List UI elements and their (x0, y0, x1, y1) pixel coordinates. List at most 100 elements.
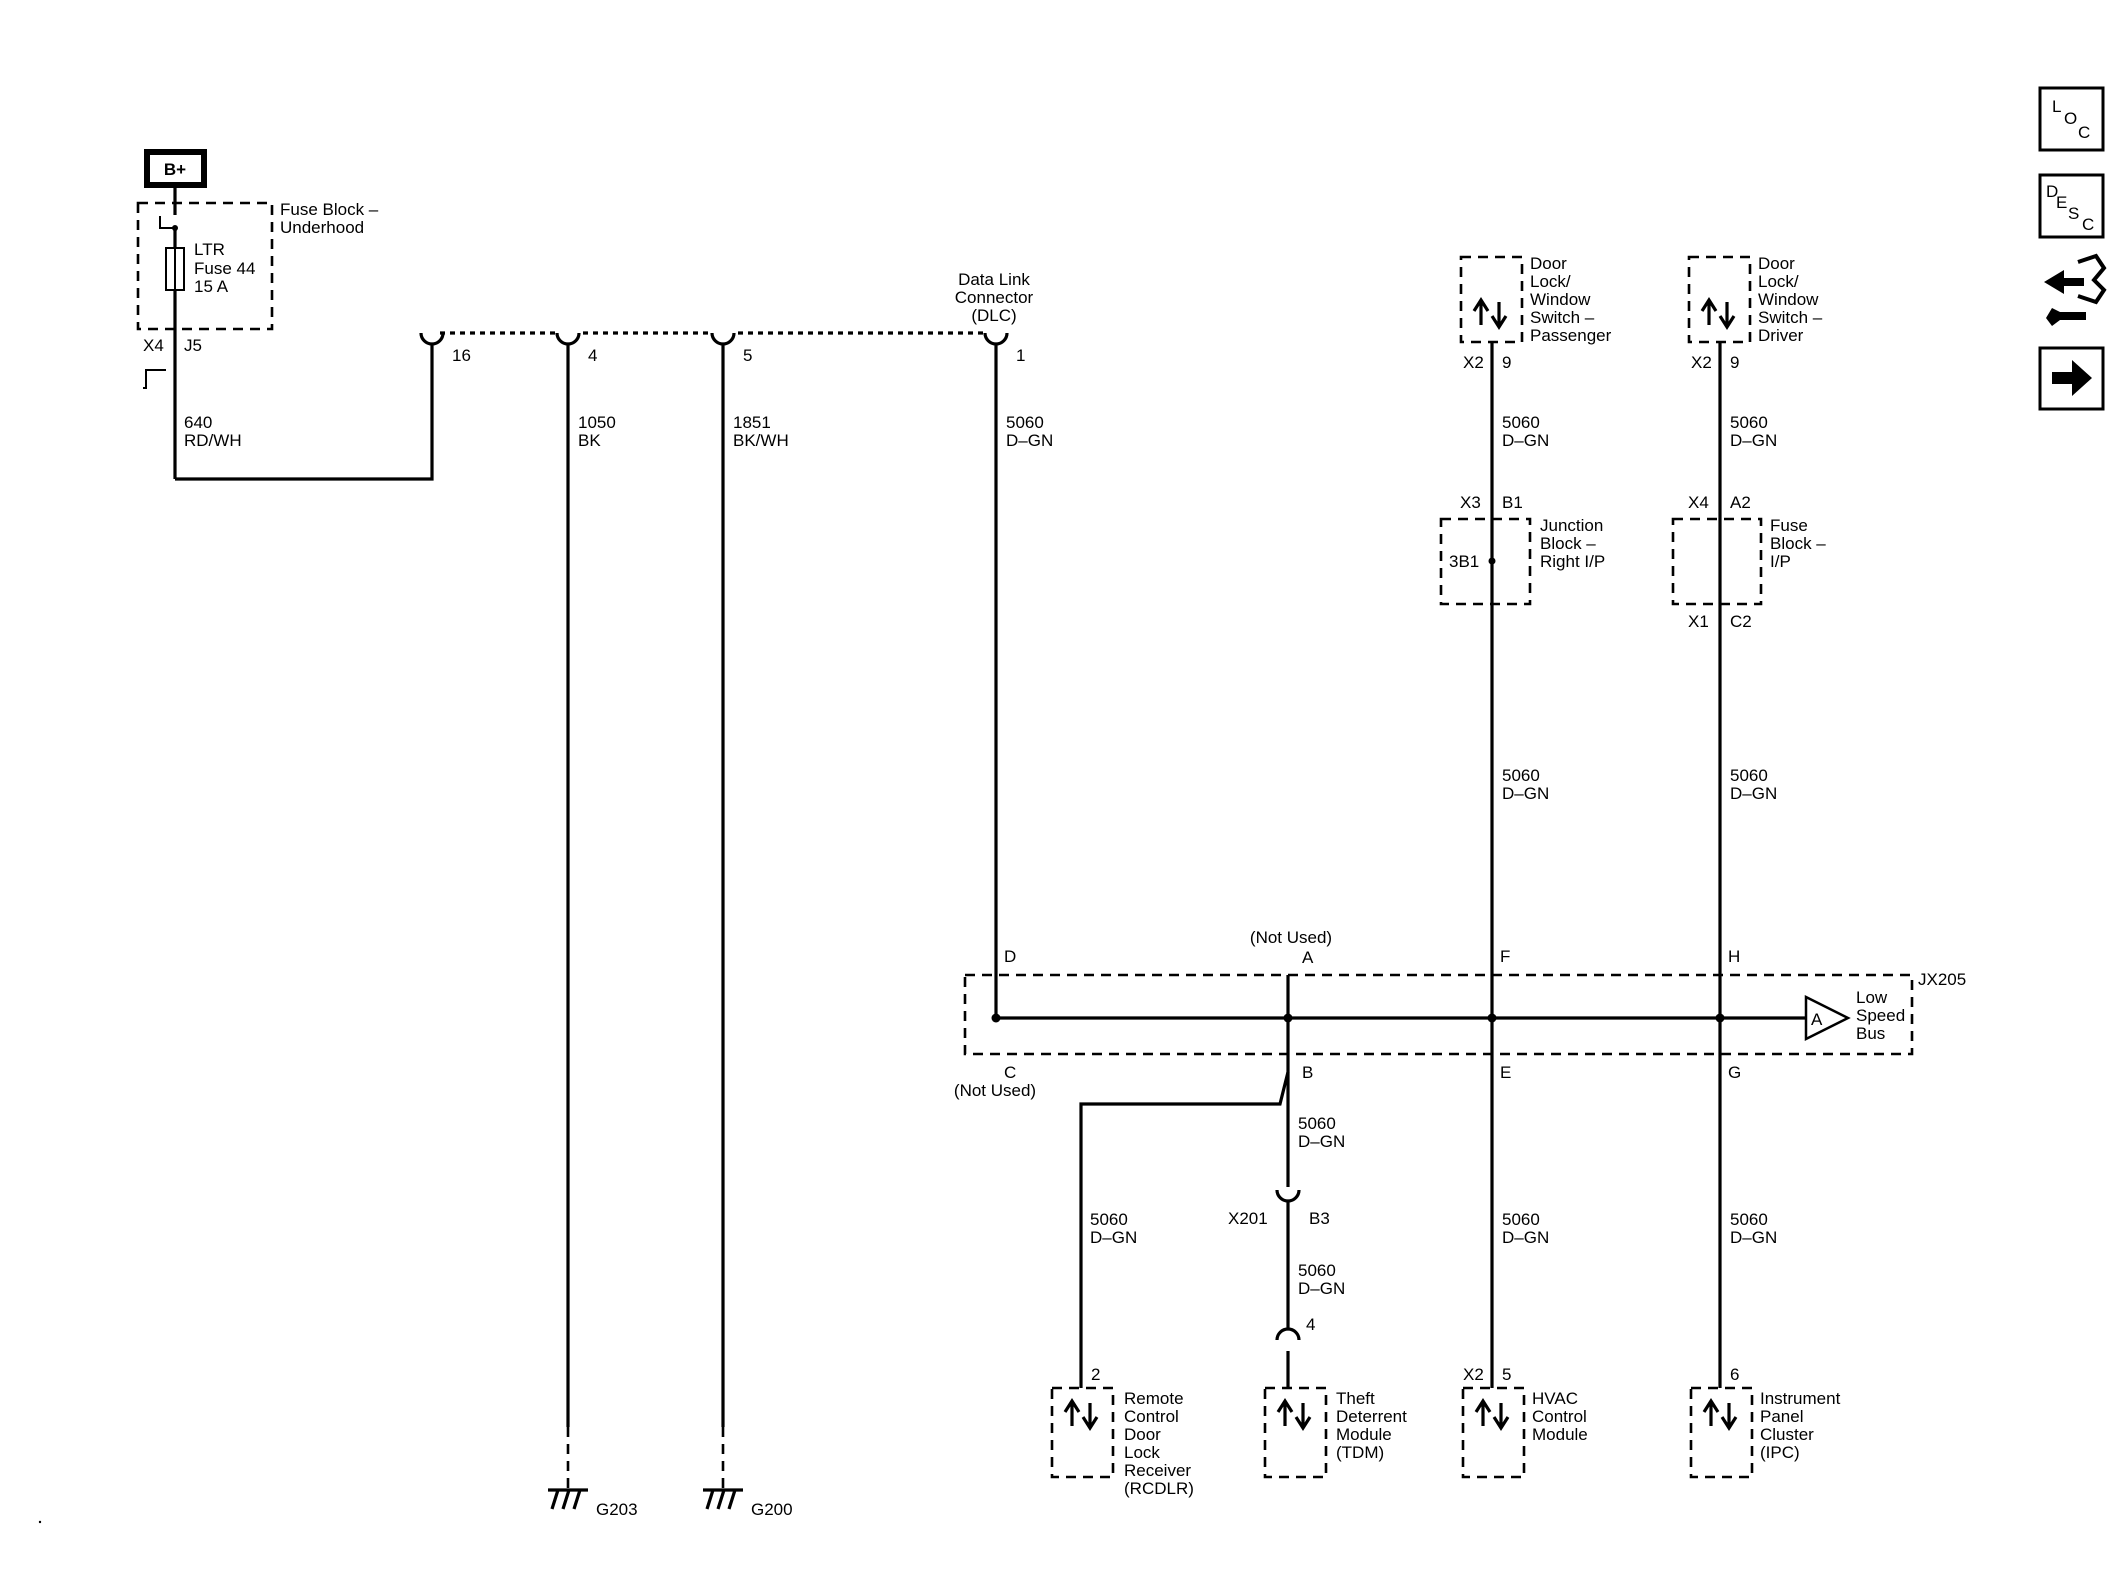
loc-l: L (2052, 97, 2061, 116)
fuse-block-ip-pin-top: A2 (1730, 493, 1751, 512)
splice-pin-d: D (1004, 947, 1016, 966)
splice-pack-jx205: JX205 D (Not Used) A F H C (Not Used) B … (954, 928, 1966, 1100)
door-switch-driver-line1: Door (1758, 254, 1795, 273)
door-switch-driver-pin: 9 (1730, 353, 1739, 372)
ground-g203-icon (548, 1488, 588, 1510)
door-switch-driver-connector: X2 (1691, 353, 1712, 372)
splice-pin-e: E (1500, 1063, 1511, 1082)
ipc-line1: Instrument (1760, 1389, 1841, 1408)
wire-5060-tdm-number: 5060 (1298, 1261, 1336, 1280)
low-speed-bus-line2: Speed (1856, 1006, 1905, 1025)
rcdlr-line1: Remote (1124, 1389, 1184, 1408)
wire-1851-number: 1851 (733, 413, 771, 432)
splice-pin-c: C (1004, 1063, 1016, 1082)
tdm-line3: Module (1336, 1425, 1392, 1444)
hvac-line1: HVAC (1532, 1389, 1578, 1408)
door-switch-driver-line3: Window (1758, 290, 1819, 309)
diagnostic-tool-icon (2044, 270, 2084, 294)
desc-d: D (2046, 182, 2058, 201)
splice-pin-a: A (1302, 948, 1314, 967)
rcdlr-line4: Lock (1124, 1443, 1160, 1462)
door-switch-passenger-line5: Passenger (1530, 326, 1612, 345)
splice-pin-f: F (1500, 947, 1510, 966)
inline-x201-connector: X201 (1228, 1209, 1268, 1228)
wire-5060-b-number: 5060 (1298, 1114, 1336, 1133)
dlc-name-2: Connector (955, 288, 1034, 307)
junction-block-pin: B1 (1502, 493, 1523, 512)
rcdlr-line3: Door (1124, 1425, 1161, 1444)
junction-block-line3: Right I/P (1540, 552, 1605, 571)
dlc-pin-16: 16 (452, 346, 471, 365)
ipc-module: Instrument Panel Cluster (IPC) (1689, 1386, 1841, 1479)
door-switch-passenger-line3: Window (1530, 290, 1591, 309)
wire-5060-tdm-color: D–GN (1298, 1279, 1345, 1298)
wire-5060-pass-mid-color: D–GN (1502, 784, 1549, 803)
wire-5060-drv-mid-color: D–GN (1730, 784, 1777, 803)
fuse-block-underhood-name-1: Fuse Block – (280, 200, 379, 219)
hvac-connector: X2 (1463, 1365, 1484, 1384)
wire-5060-dlc-color: D–GN (1006, 431, 1053, 450)
wire-5060-drv-mid-number: 5060 (1730, 766, 1768, 785)
door-switch-driver-line2: Lock/ (1758, 272, 1799, 291)
wire-5060-dlc-number: 5060 (1006, 413, 1044, 432)
description-button[interactable]: D E S C (2038, 173, 2105, 239)
fuse-label-1: LTR (194, 240, 225, 259)
wire-5060-pass-mid-number: 5060 (1502, 766, 1540, 785)
fuse-block-ip-pin-bottom: C2 (1730, 612, 1752, 631)
wire-5060-hvac-number: 5060 (1502, 1210, 1540, 1229)
door-switch-driver: Door Lock/ Window Switch – Driver (1687, 254, 1823, 345)
ground-g200-icon (703, 1488, 743, 1510)
wire-5060-drv-top-number: 5060 (1730, 413, 1768, 432)
wire-1050-number: 1050 (578, 413, 616, 432)
fuse-block-connector-x4: X4 (143, 336, 164, 355)
junction-block-internal: 3B1 (1449, 552, 1479, 571)
junction-block-connector: X3 (1460, 493, 1481, 512)
wire-5060-pass-top-color: D–GN (1502, 431, 1549, 450)
dlc-name-1: Data Link (958, 270, 1030, 289)
door-switch-driver-line4: Switch – (1758, 308, 1823, 327)
dlc-pin-1: 1 (1016, 346, 1025, 365)
hvac-line2: Control (1532, 1407, 1587, 1426)
door-switch-driver-line5: Driver (1758, 326, 1804, 345)
tdm-line4: (TDM) (1336, 1443, 1384, 1462)
loc-o: O (2064, 109, 2077, 128)
inline-connector-x201: X201 B3 (1228, 1189, 1330, 1329)
wire-1050-color: BK (578, 431, 601, 450)
wire-5060-ipc-color: D–GN (1730, 1228, 1777, 1247)
fuse-block-pin-j5: J5 (184, 336, 202, 355)
rcdlr-line6: (RCDLR) (1124, 1479, 1194, 1498)
wire-5060-drv-top-color: D–GN (1730, 431, 1777, 450)
fuse-block-ip: Fuse Block – I/P (1671, 516, 1826, 606)
junction-block-line1: Junction (1540, 516, 1603, 535)
door-switch-passenger-line4: Switch – (1530, 308, 1595, 327)
location-button[interactable]: L O C (2038, 86, 2105, 152)
inline-x201-pin: B3 (1309, 1209, 1330, 1228)
right-arrow-icon (2052, 360, 2092, 396)
diagnostic-tool-button[interactable] (2044, 253, 2107, 326)
splice-not-used-a: (Not Used) (1250, 928, 1332, 947)
splice-not-used-c: (Not Used) (954, 1081, 1036, 1100)
door-switch-passenger-connector: X2 (1463, 353, 1484, 372)
splice-pin-h: H (1728, 947, 1740, 966)
rcdlr-line5: Receiver (1124, 1461, 1191, 1480)
splice-pin-b: B (1302, 1063, 1313, 1082)
battery-label: B+ (164, 160, 186, 179)
low-speed-bus-line3: Bus (1856, 1024, 1885, 1043)
ground-g200-label: G200 (751, 1500, 793, 1519)
ipc-line4: (IPC) (1760, 1443, 1800, 1462)
tdm-pin: 4 (1306, 1315, 1315, 1334)
hvac-pin: 5 (1502, 1365, 1511, 1384)
wire-5060-rcdlr-color: D–GN (1090, 1228, 1137, 1247)
next-button[interactable] (2038, 346, 2105, 411)
dlc-pin-5: 5 (743, 346, 752, 365)
door-switch-passenger-line1: Door (1530, 254, 1567, 273)
ipc-line2: Panel (1760, 1407, 1803, 1426)
rcdlr-module: Remote Control Door Lock Receiver (RCDLR… (1050, 1386, 1194, 1498)
fuse-block-underhood-name-2: Underhood (280, 218, 364, 237)
ipc-line3: Cluster (1760, 1425, 1814, 1444)
fuse-label-3: 15 A (194, 277, 229, 296)
dlc-pin-4: 4 (588, 346, 597, 365)
splice-pin-g: G (1728, 1063, 1741, 1082)
door-switch-passenger-line2: Lock/ (1530, 272, 1571, 291)
